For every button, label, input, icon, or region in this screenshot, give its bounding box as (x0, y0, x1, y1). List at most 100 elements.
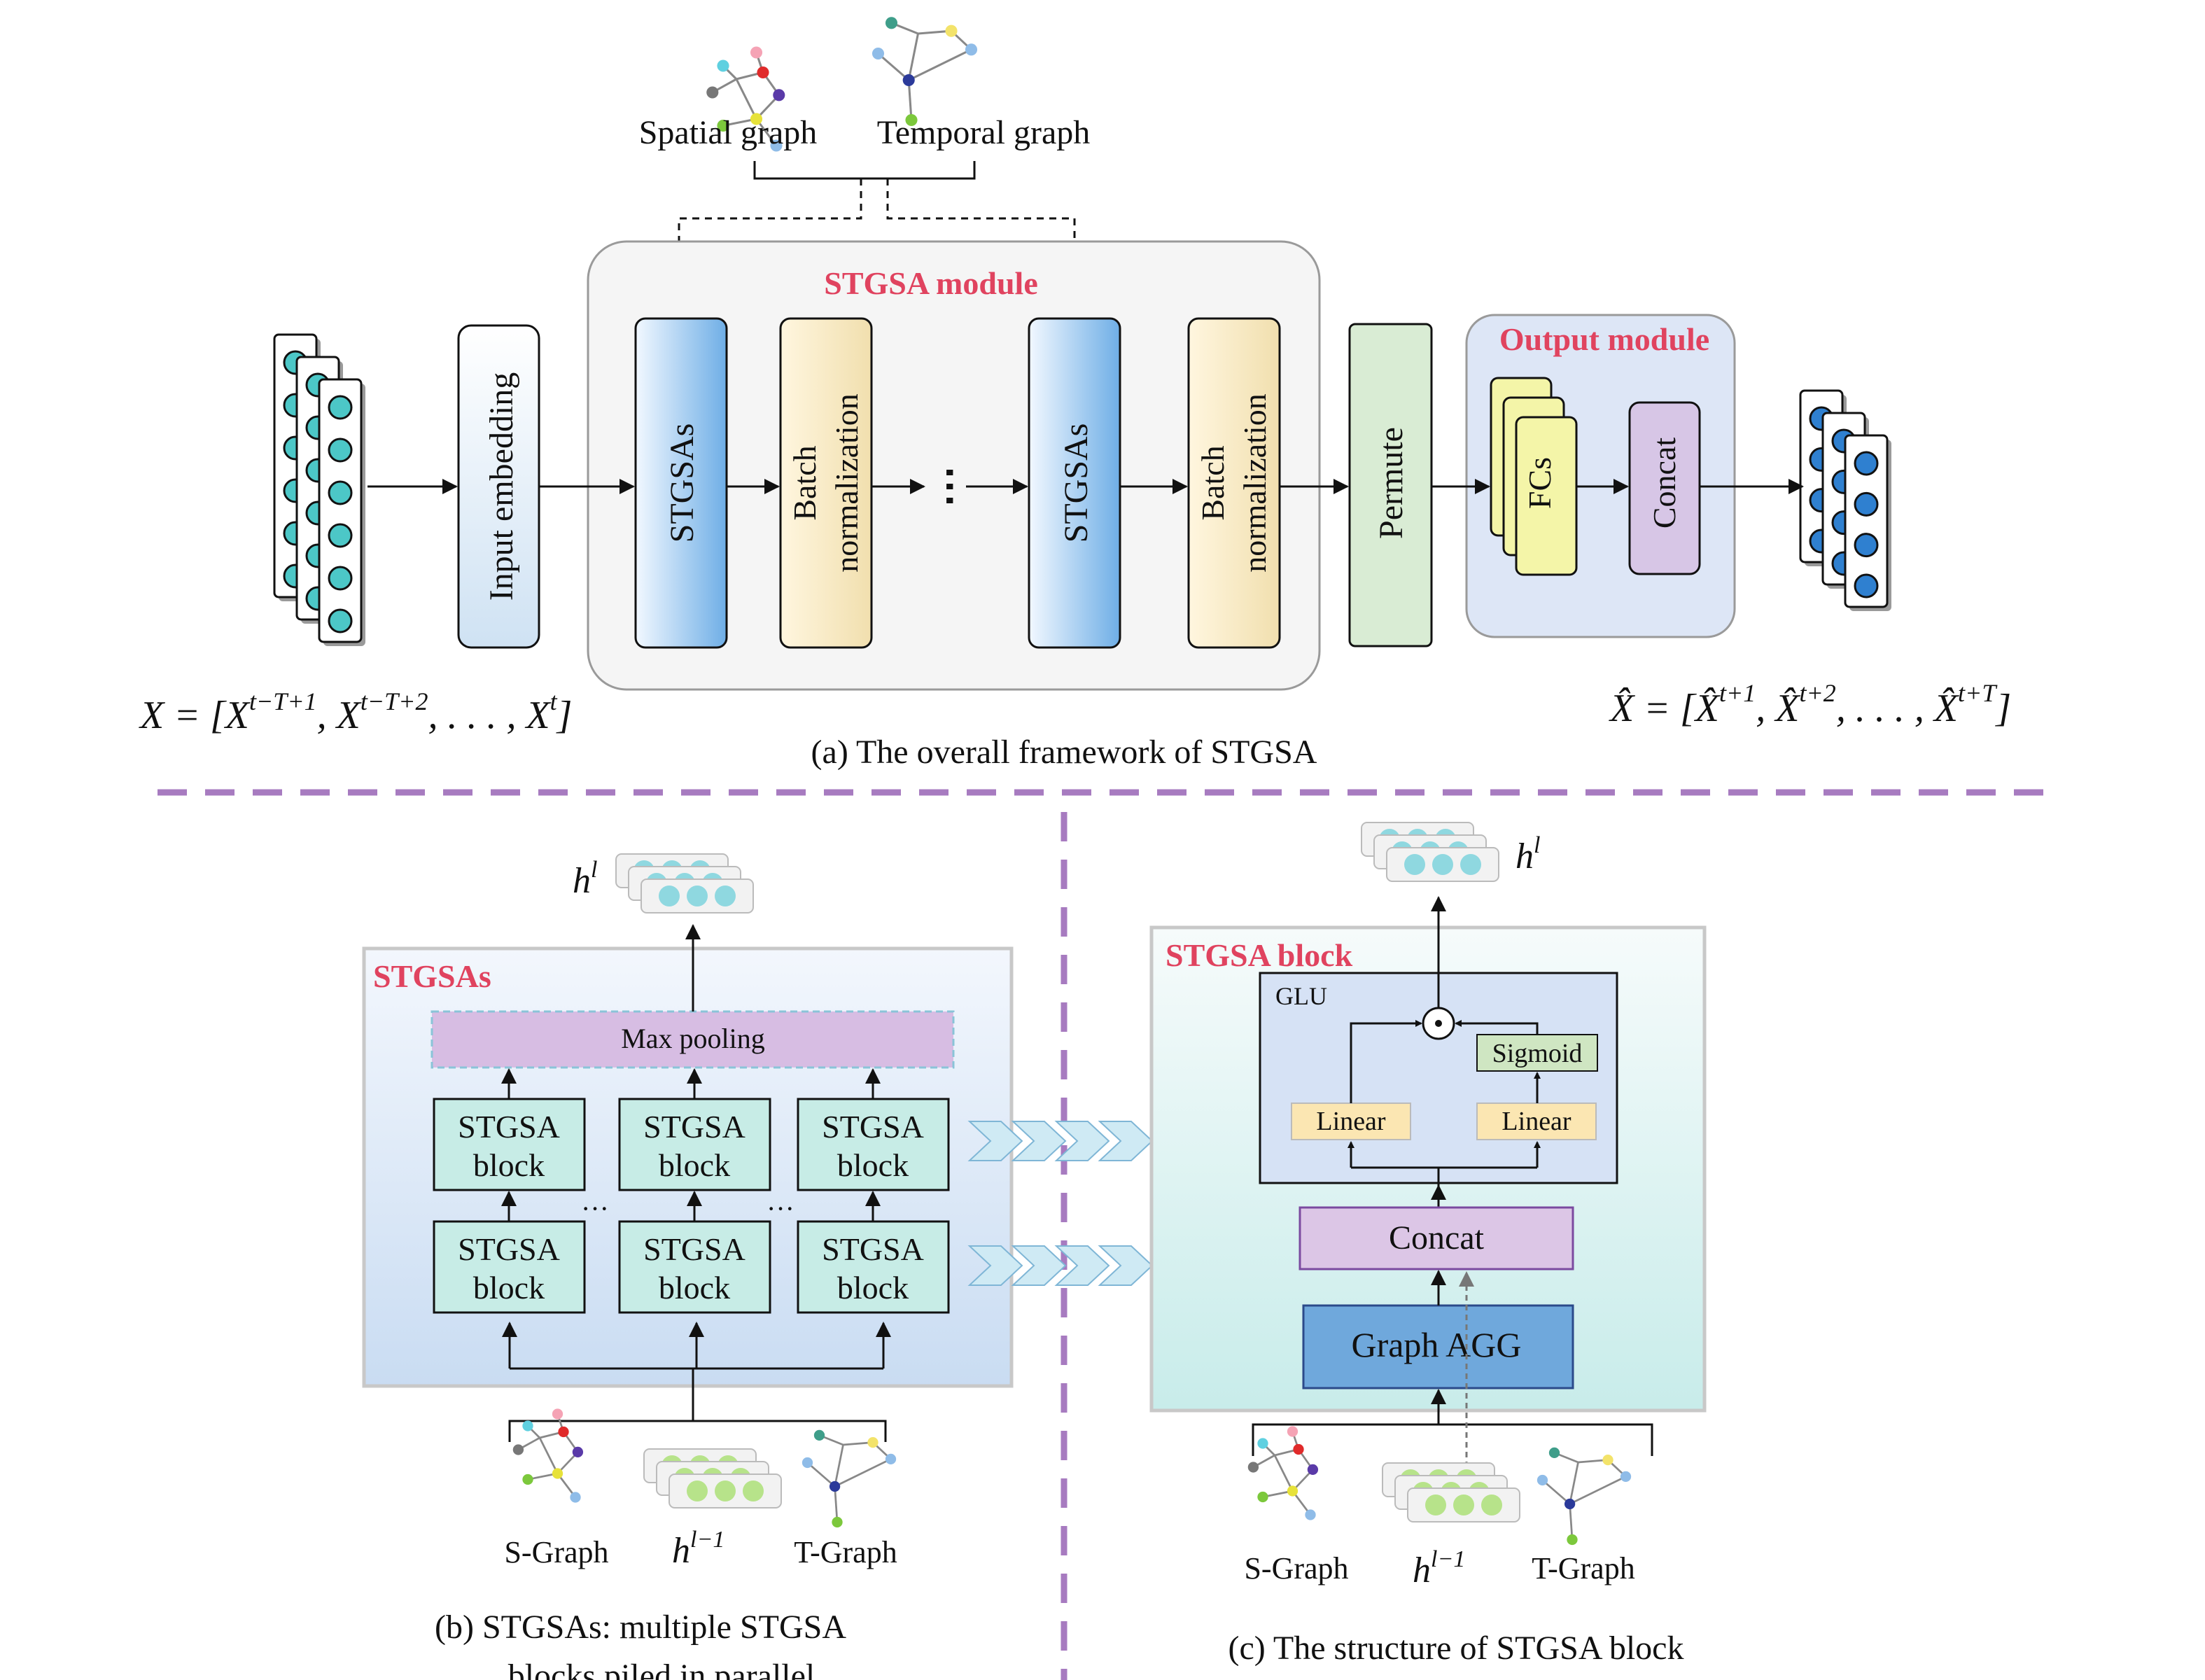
left-hl-label: hl (573, 857, 597, 901)
stgsa-module-box (587, 240, 1321, 691)
stgsa-module-title: STGSA module (824, 265, 1038, 301)
left-hl-1-stack (643, 1448, 782, 1508)
right-hl-stack (1361, 822, 1499, 882)
right-s-graph-label: S-Graph (1244, 1551, 1348, 1586)
embedding-node (1481, 1494, 1502, 1516)
tensor-node (328, 438, 353, 463)
sigmoid-label: Sigmoid (1492, 1039, 1583, 1068)
linear-box-right (1476, 1102, 1597, 1140)
stgsa-block-line2: block (473, 1147, 545, 1183)
caption-b-line2: blocks piled in parallel (508, 1658, 816, 1680)
block-concat-label: Concat (1389, 1219, 1485, 1256)
left-dots-2: ··· (766, 1193, 794, 1224)
stgsa-block-line2: block (659, 1147, 730, 1183)
graph-agg-label: Graph AGG (1351, 1325, 1521, 1364)
stgsa-block-line2: block (837, 1270, 909, 1306)
tensor-node (328, 566, 353, 591)
left-s-graph-icon (512, 1408, 584, 1503)
left-t-graph-label: T-Graph (794, 1535, 897, 1569)
batch-norm-line1-2: Batch (1195, 445, 1231, 520)
stgsas-label-2: STGSAs (1058, 424, 1095, 543)
stgsa-block-line1: STGSA (643, 1109, 746, 1144)
left-feed-arrows (502, 1322, 891, 1442)
embedding-slice (668, 1474, 782, 1508)
sigmoid-box (1476, 1034, 1598, 1072)
left-s-graph-label: S-Graph (504, 1535, 608, 1569)
spatial-graph-label: Spatial graph (639, 114, 818, 151)
caption-c: (c) The structure of STGSA block (1228, 1630, 1684, 1667)
tensor-node (1854, 451, 1879, 476)
stgsas-panel-title: STGSAs (373, 958, 491, 994)
embedding-slice (1386, 847, 1499, 882)
embedding-node (1425, 1494, 1446, 1516)
tensor-node (1854, 491, 1879, 517)
stgsa-block-line2: block (837, 1147, 909, 1183)
tensor-node (1854, 573, 1879, 598)
tensor-slice (318, 378, 365, 646)
tensor-node (328, 608, 353, 634)
chevron-icon (1098, 1245, 1154, 1286)
temporal-graph-label: Temporal graph (877, 114, 1091, 151)
chevron-icon (1011, 1245, 1067, 1286)
caption-b-line1: (b) STGSAs: multiple STGSA (435, 1609, 846, 1646)
input-embedding-label: Input embedding (483, 372, 520, 601)
fcs-label: FCs (1522, 457, 1558, 509)
graph-bracket (753, 161, 976, 180)
right-feed-arrows (1252, 1270, 1653, 1456)
batch-norm-line1-1: Batch (787, 445, 822, 520)
chevron-icon (1011, 1121, 1067, 1161)
left-hl-stack (615, 853, 754, 913)
right-t-graph-label: T-Graph (1532, 1551, 1634, 1586)
embedding-node (687, 1480, 708, 1502)
batch-norm-box-1 (779, 317, 873, 649)
embedding-node (687, 886, 708, 906)
output-module-title: Output module (1499, 321, 1709, 357)
max-pooling-label: Max pooling (621, 1023, 765, 1054)
chevron-icon (1054, 1245, 1110, 1286)
output-formula: X̂ = [X̂t+1, X̂t+2, . . . , X̂t+T] (1609, 679, 2011, 730)
stgsa-block-line1: STGSA (458, 1231, 560, 1267)
linear-box-left (1291, 1102, 1411, 1140)
permute-label: Permute (1373, 427, 1410, 539)
left-dots-1: ··· (581, 1193, 609, 1224)
batch-norm-line2-2: normalization (1237, 393, 1273, 572)
chevron-icon (967, 1121, 1023, 1161)
graph-agg-box (1302, 1304, 1574, 1390)
embedding-node (1453, 1494, 1474, 1516)
block-concat-box (1298, 1206, 1574, 1270)
stgsas-label-1: STGSAs (664, 424, 701, 543)
tensor-node (328, 395, 353, 420)
caption-a: (a) The overall framework of STGSA (811, 734, 1317, 771)
left-t-graph-icon (802, 1429, 897, 1528)
temporal-graph-icon-top (872, 17, 978, 127)
right-t-graph-icon (1536, 1447, 1632, 1546)
right-hl-1-label: hl−1 (1413, 1546, 1465, 1590)
panel-link-chevrons (967, 1121, 1154, 1286)
input-stack (273, 333, 365, 646)
fcs-stack (1490, 377, 1578, 576)
stgsa-block-line1: STGSA (822, 1231, 924, 1267)
embedding-node (659, 886, 680, 906)
embedding-node (743, 1480, 764, 1502)
output-concat-label: Concat (1646, 438, 1682, 529)
embedding-node (715, 886, 736, 906)
batch-norm-box-2 (1187, 317, 1281, 649)
linear-label-right: Linear (1502, 1107, 1572, 1136)
embedding-slice (1407, 1488, 1520, 1522)
left-hl-1-label: hl−1 (672, 1527, 724, 1571)
glu-arrows (1348, 896, 1541, 1208)
output-stack (1799, 389, 1891, 611)
stgsa-block-line2: block (473, 1270, 545, 1306)
input-formula: X = [Xt−T+1, Xt−T+2, . . . , Xt] (139, 687, 572, 737)
chevron-icon (1054, 1121, 1110, 1161)
tensor-node (328, 480, 353, 505)
stgsa-block-line2: block (659, 1270, 730, 1306)
embedding-node (1460, 854, 1481, 875)
stgsa-block-line1: STGSA (822, 1109, 924, 1144)
